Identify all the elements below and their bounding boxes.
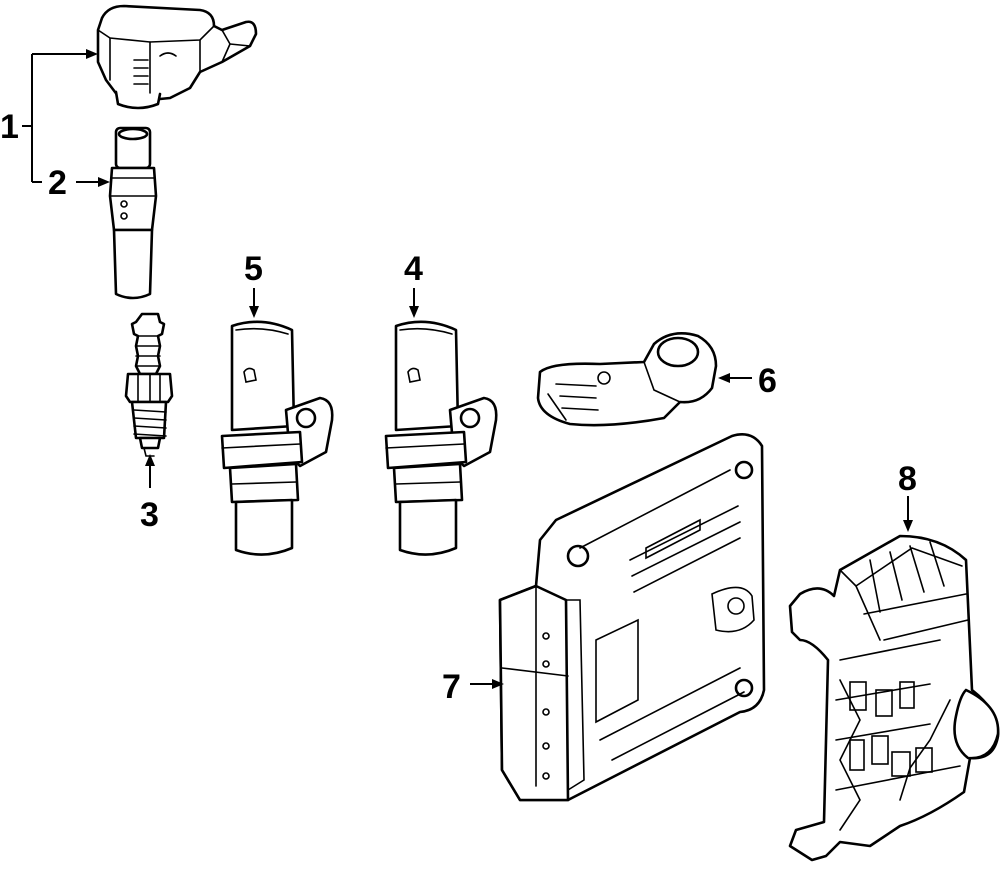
- knock-sensor[interactable]: [536, 332, 718, 427]
- callout-4: 4: [404, 250, 423, 288]
- sensor-left[interactable]: [220, 320, 334, 556]
- callout-7: 7: [442, 668, 461, 706]
- ignition-coil[interactable]: [96, 4, 258, 110]
- callout-1: 1: [0, 108, 19, 146]
- callout-8: 8: [898, 460, 917, 498]
- sensor-right[interactable]: [384, 320, 498, 556]
- ecm-bracket[interactable]: [788, 534, 1000, 862]
- callout-3: 3: [140, 496, 159, 534]
- callout-2: 2: [48, 164, 67, 202]
- engine-control-module[interactable]: [498, 433, 766, 802]
- callout-6: 6: [758, 362, 777, 400]
- spark-plug[interactable]: [124, 312, 174, 457]
- leader-lines: [22, 49, 913, 689]
- coil-boot[interactable]: [108, 126, 158, 300]
- callout-5: 5: [244, 250, 263, 288]
